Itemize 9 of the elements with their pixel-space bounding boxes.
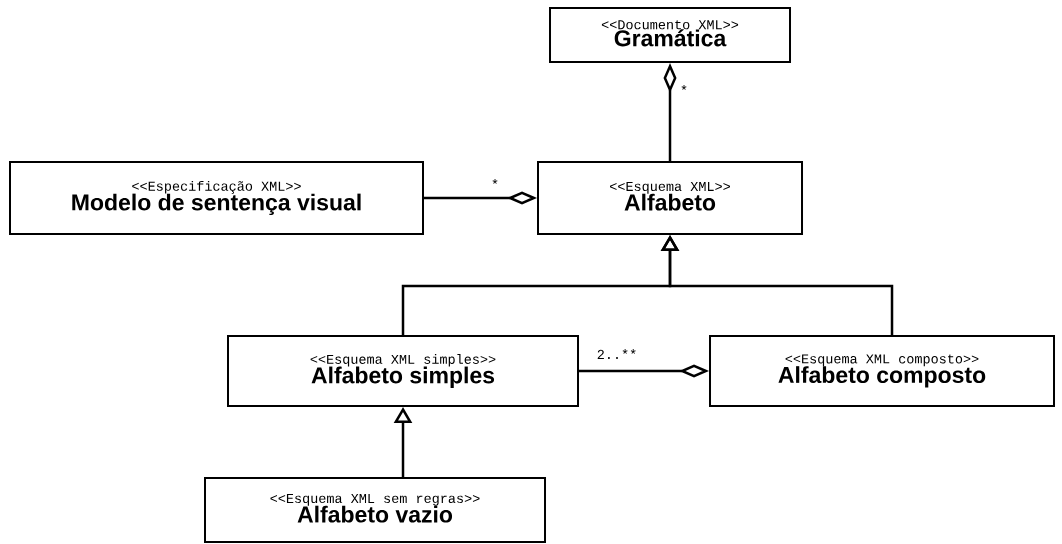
multiplicity-label: * [492,179,498,184]
class-box: <<Esquema XML sem regras>> Alfabeto vazio [204,477,546,543]
multiplicity-label: * [681,85,687,90]
class-box: <<Esquema XML composto>> Alfabeto composto [709,335,1055,407]
class-box: <<Especificação XML>> Modelo de sentença visual [9,161,424,235]
class-box: <<Documento XML>> Gramática [549,7,791,63]
multiplicity-label: 2..** [597,349,636,359]
class-box: <<Esquema XML simples>> Alfabeto simples [227,335,579,407]
class-box: <<Esquema XML>> Alfabeto [537,161,803,235]
